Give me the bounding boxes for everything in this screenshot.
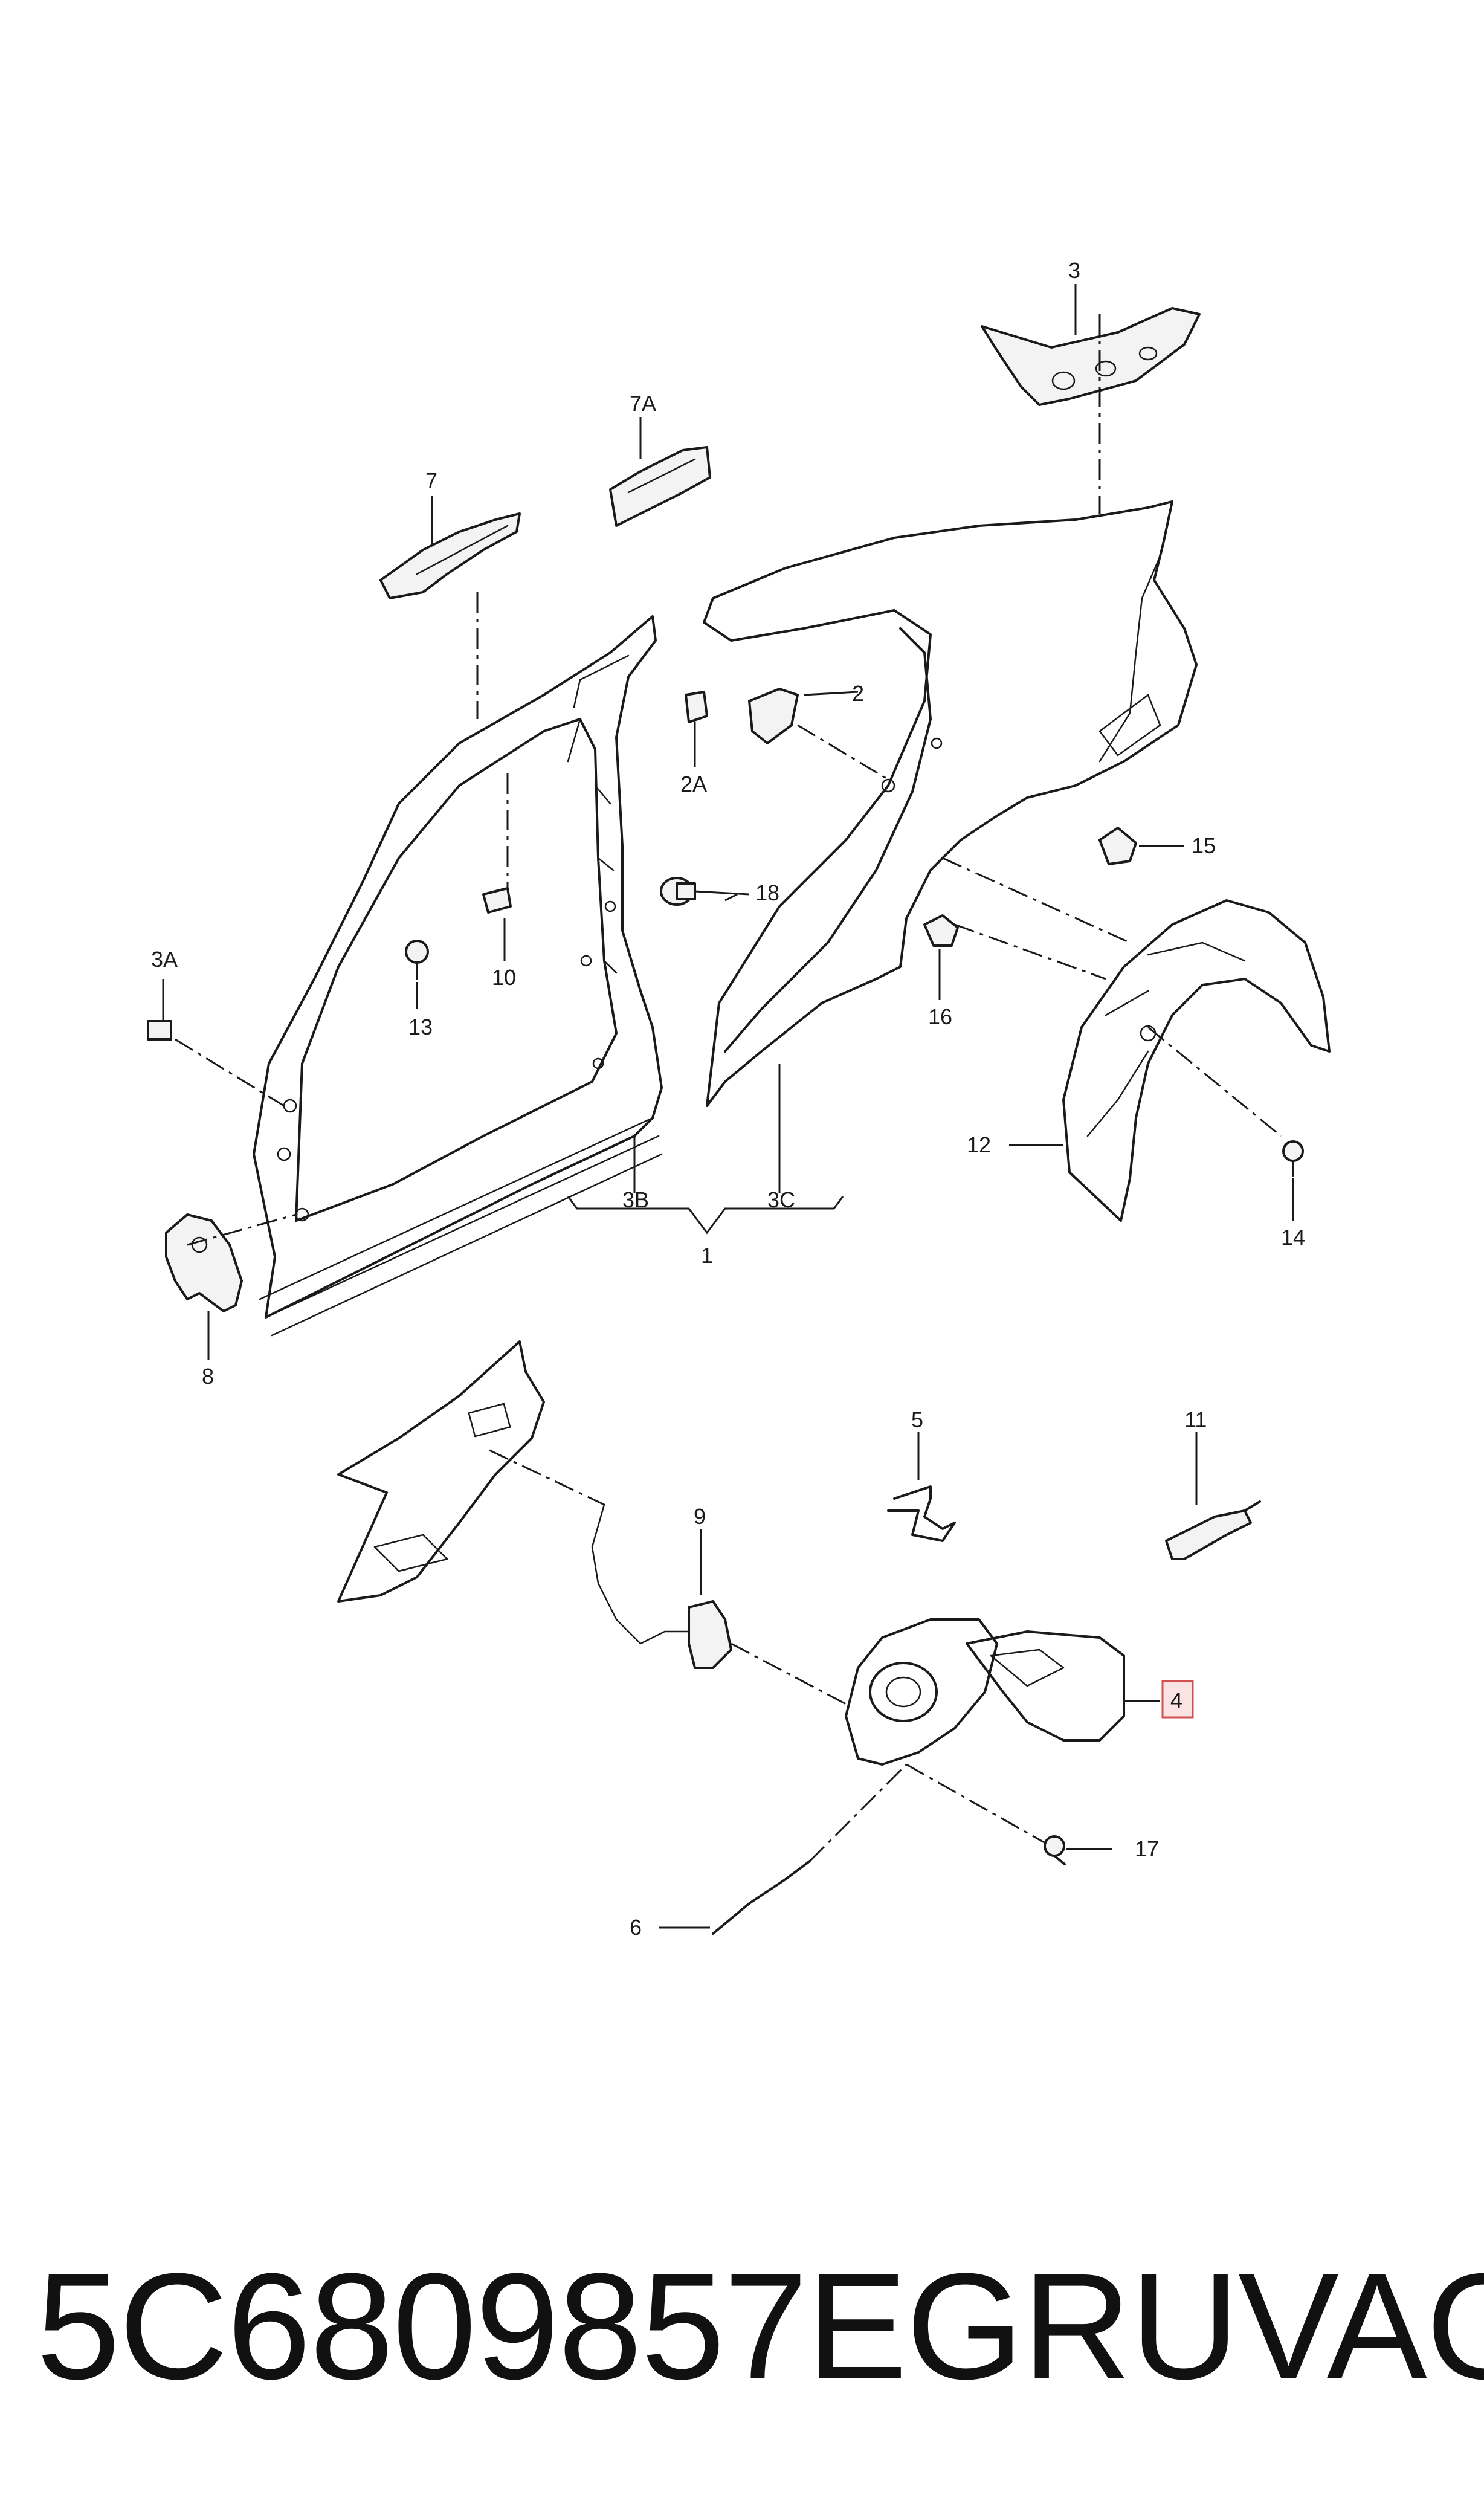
part-2-bracket — [748, 688, 799, 744]
label-16: 16 — [928, 1004, 952, 1029]
label-12: 12 — [967, 1132, 991, 1157]
label-18: 18 — [755, 880, 779, 905]
part-7-bracket — [379, 512, 521, 599]
label-3a: 3A — [151, 947, 178, 972]
part-13-screw — [405, 940, 429, 980]
part-18-grommet — [660, 877, 696, 906]
label-6: 6 — [630, 1915, 642, 1940]
label-8: 8 — [202, 1364, 214, 1389]
part-6-strip — [712, 1860, 811, 1935]
label-2a: 2A — [680, 772, 707, 796]
part-15-clip — [1098, 827, 1137, 865]
label-15: 15 — [1192, 833, 1216, 858]
part-9-actuator — [591, 1503, 732, 1669]
part-14-screw — [1282, 1140, 1304, 1177]
label-7: 7 — [425, 468, 437, 493]
part-labels: 3 7A 7 2 2A 3A 18 15 10 13 16 12 14 8 3B… — [151, 258, 1305, 1940]
part-11-sealant-tube — [1165, 1500, 1261, 1560]
label-3b: 3B — [622, 1187, 649, 1212]
label-17: 17 — [1135, 1836, 1159, 1861]
rear-quarter-panel — [703, 500, 1198, 1107]
part-3a-clip — [147, 1020, 172, 1041]
part-2a-clip — [685, 691, 708, 723]
label-3: 3 — [1068, 258, 1080, 283]
part-3-rear-bracket — [981, 307, 1201, 406]
label-9: 9 — [694, 1504, 706, 1529]
label-2: 2 — [852, 681, 864, 706]
part-16-clip — [923, 914, 959, 947]
label-1: 1 — [701, 1243, 713, 1268]
part-number: 5C6809857EGRU — [36, 2242, 1239, 2410]
leader-lines — [162, 284, 1294, 1929]
brand-name: VAG — [1238, 2242, 1484, 2410]
assembly-lines — [175, 314, 1282, 1862]
label-4: 4 — [1170, 1688, 1182, 1713]
part-8-bracket — [165, 1213, 243, 1312]
label-5: 5 — [911, 1407, 923, 1432]
label-7a: 7A — [630, 391, 656, 416]
front-side-panel — [253, 615, 663, 1337]
label-14: 14 — [1281, 1225, 1305, 1250]
part-5-spring — [887, 1485, 956, 1542]
label-11: 11 — [1184, 1407, 1207, 1432]
label-13: 13 — [408, 1015, 433, 1039]
part-number-footer: 5C6809857EGRU VAG — [0, 2236, 1484, 2417]
part-12-wheel-liner — [1062, 899, 1331, 1222]
label-3c: 3C — [767, 1187, 795, 1212]
label-10: 10 — [492, 965, 516, 990]
part-17-screw — [1044, 1835, 1066, 1865]
part-7a-bracket — [609, 446, 711, 527]
inner-fuel-panel — [337, 1340, 545, 1603]
part-10-pin — [482, 887, 512, 914]
part-4-fuel-flap — [845, 1618, 1125, 1766]
highlight-box-part-4 — [1161, 1680, 1194, 1719]
